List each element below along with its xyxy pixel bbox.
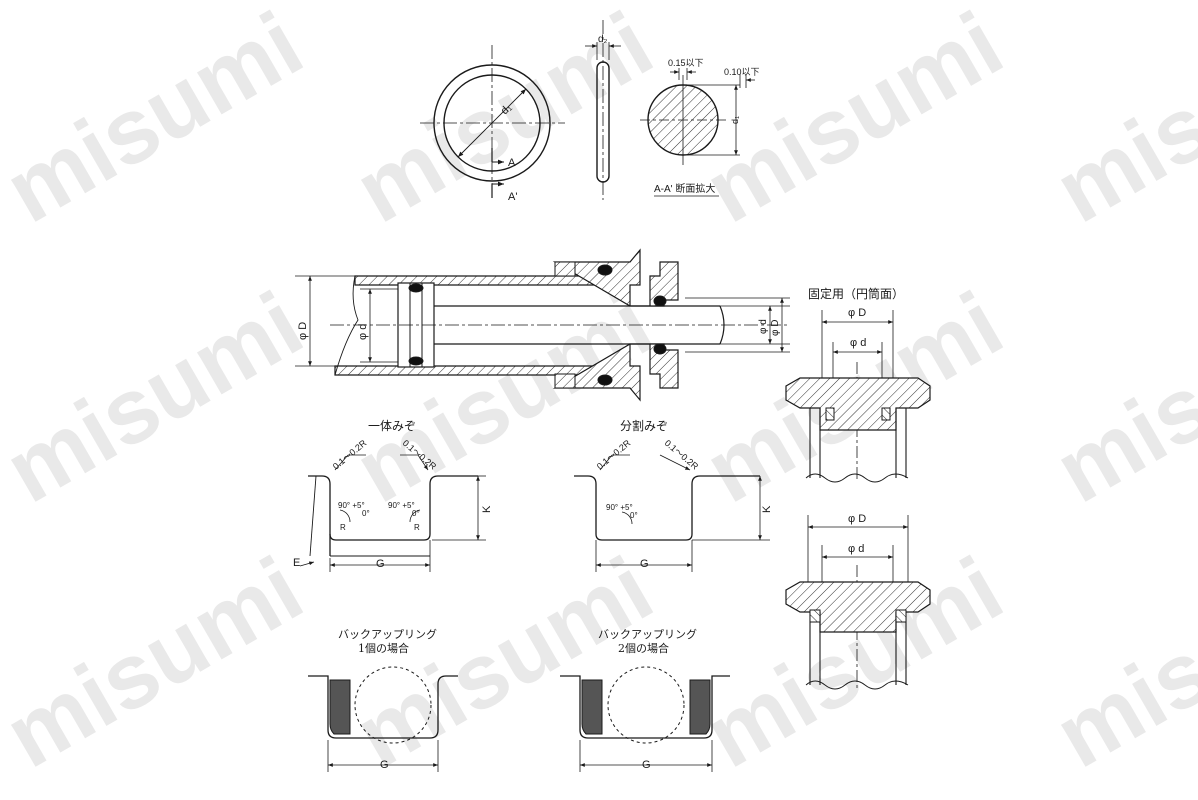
watermark-text: misumi xyxy=(1039,538,1198,787)
integral-angle-left: 90° +5° xyxy=(338,501,365,510)
split-k-label: K xyxy=(761,505,773,513)
backup-two-title-line2: 2個の場合 xyxy=(618,641,669,655)
oring-cross-section xyxy=(640,68,755,165)
integral-r-right: R xyxy=(414,523,420,532)
fixed-lower-phi-d-label: φ d xyxy=(848,543,864,555)
backup-two-g-label: G xyxy=(642,759,651,771)
fixed-use-title: 固定用（円筒面） xyxy=(808,286,904,301)
watermark-text: misumi xyxy=(339,0,669,242)
fixed-upper-phi-D-label: φ D xyxy=(848,307,866,319)
integral-k-label: K xyxy=(481,505,493,513)
watermark-text: misumi xyxy=(0,273,319,522)
split-groove-title: 分割みぞ xyxy=(620,418,668,433)
section-a-prime-label: A' xyxy=(508,191,517,203)
watermark-text: misumi xyxy=(1039,273,1198,522)
assembly-phi-D-label: φ D xyxy=(297,322,309,340)
watermark-text: misumi xyxy=(689,538,1019,787)
integral-g-label: G xyxy=(376,558,385,570)
backup-one-title-line2: 1個の場合 xyxy=(358,641,409,655)
fixed-use-upper-section xyxy=(785,310,931,483)
watermark-text: misumi xyxy=(339,538,669,787)
split-g-label: G xyxy=(640,558,649,570)
integral-groove-title: 一体みぞ xyxy=(368,419,416,433)
watermark-text: misumi xyxy=(0,538,319,787)
d2-label: d₂ xyxy=(598,34,608,45)
integral-groove-profile xyxy=(299,454,486,572)
backup-one-g-label: G xyxy=(380,759,389,771)
watermark-text: misumi xyxy=(339,273,669,522)
oring-side-view xyxy=(585,20,621,200)
fixed-lower-phi-D-label: φ D xyxy=(848,513,866,525)
split-groove-profile xyxy=(574,454,770,572)
assembly-phi-d-label: φ d xyxy=(357,324,369,340)
split-angle-tol: 0° xyxy=(630,511,638,520)
fixed-use-lower-section xyxy=(785,515,931,690)
watermark-text: misumi xyxy=(1039,0,1198,242)
oring-front-view xyxy=(420,45,565,200)
integral-e-label: E xyxy=(293,557,300,569)
integral-angle-left-tol: 0° xyxy=(362,509,370,518)
rod-phi-d-label: φ d xyxy=(758,319,769,334)
integral-r-left: R xyxy=(340,523,346,532)
integral-angle-right: 90° +5° xyxy=(388,501,415,510)
backup-two-groove xyxy=(560,666,730,772)
backup-one-title-line1: バックアップリング xyxy=(338,627,437,641)
backup-two-title-line1: バックアップリング xyxy=(598,627,697,641)
tolerance-010-label: 0.10以下 xyxy=(724,67,760,77)
section-caption: A-A' 断面拡大 xyxy=(654,182,715,195)
fixed-upper-phi-d-label: φ d xyxy=(850,337,866,349)
d1-section-label: d₁ xyxy=(730,116,740,124)
split-chamfer-left: 0.1～0.2R xyxy=(595,438,633,472)
backup-one-groove xyxy=(308,666,458,772)
split-angle: 90° +5° xyxy=(606,503,633,512)
watermark-text: misumi xyxy=(0,0,319,242)
rod-phi-D-label: φ D xyxy=(770,320,781,336)
section-a-label: A xyxy=(508,157,516,169)
cylinder-assembly-section xyxy=(295,248,790,402)
tolerance-015-label: 0.15以下 xyxy=(668,58,704,68)
integral-angle-right-tol: 0° xyxy=(412,509,420,518)
